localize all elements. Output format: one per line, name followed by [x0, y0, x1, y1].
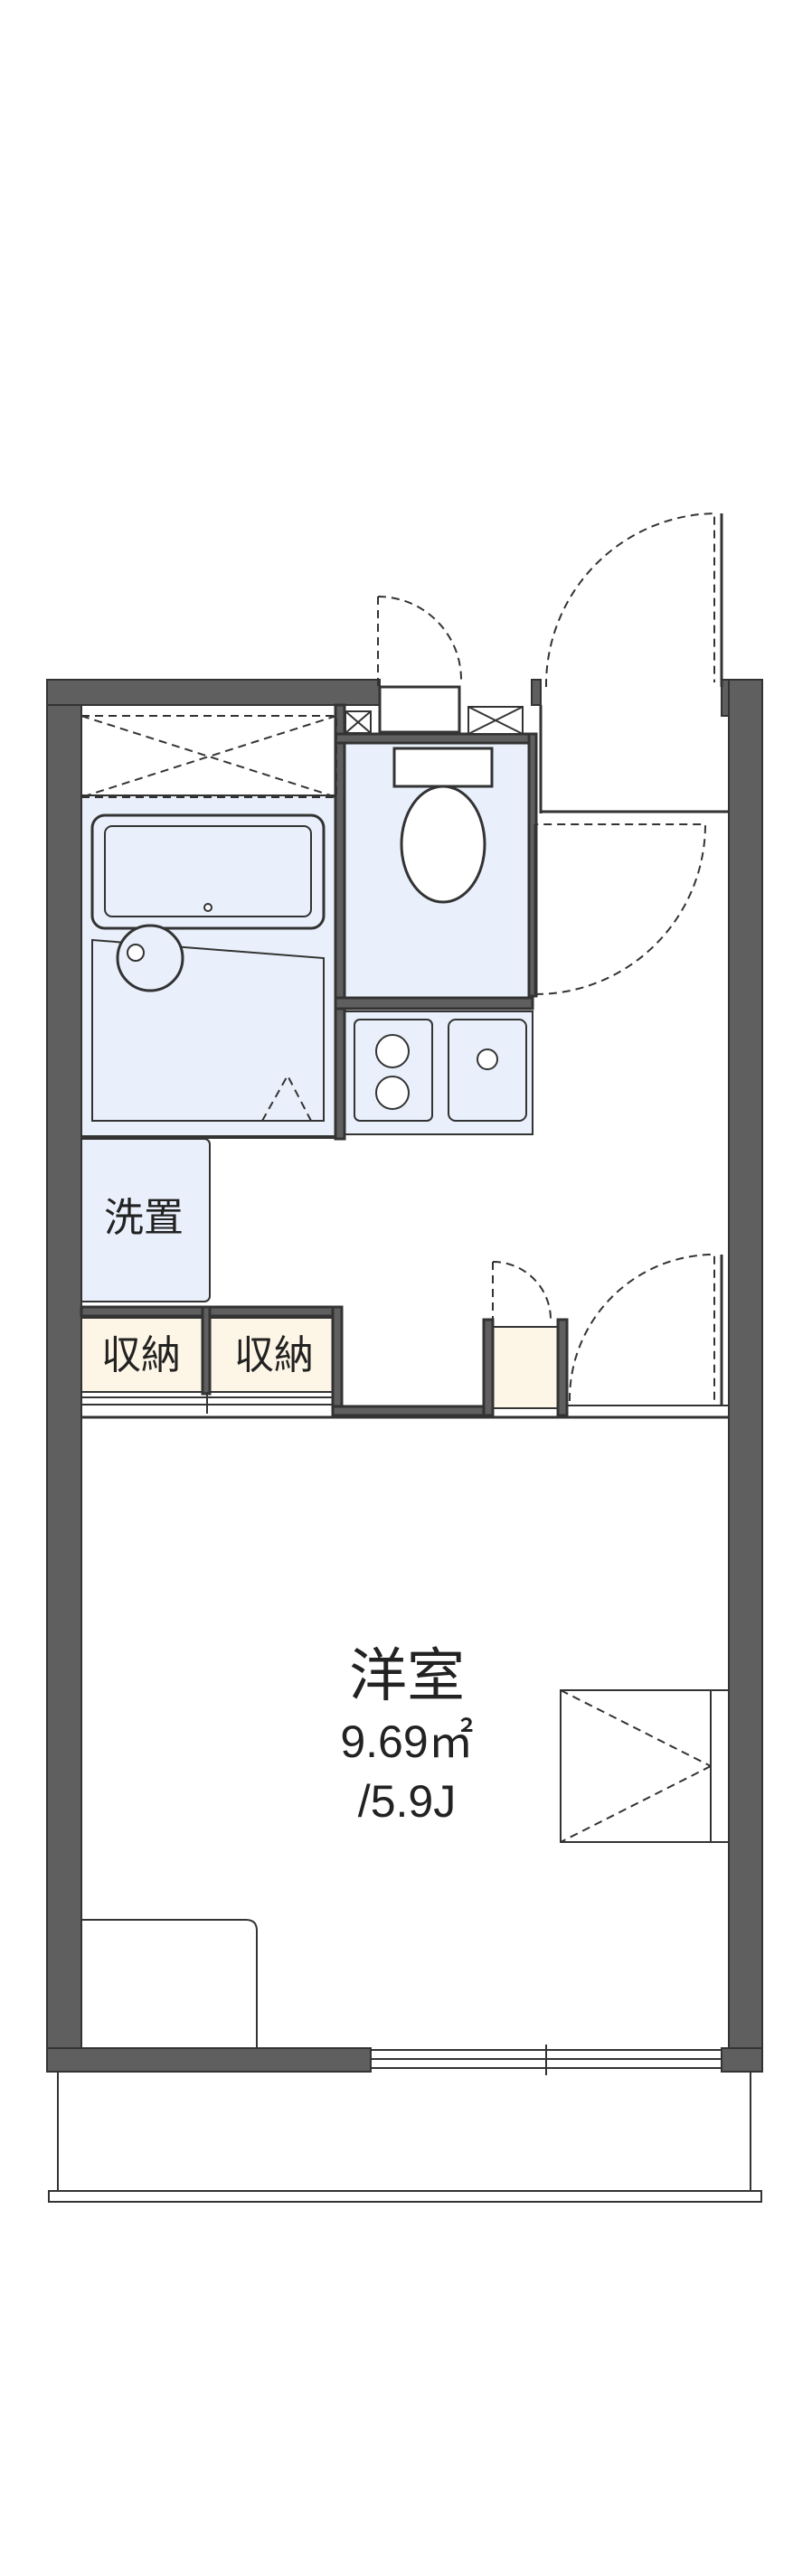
- balcony-window: [371, 2045, 722, 2075]
- burner-bottom: [375, 1076, 410, 1110]
- burner-top: [375, 1034, 410, 1068]
- toilet-door-swing: [534, 823, 707, 995]
- storage-1-label: 収納: [101, 1332, 181, 1378]
- closet-rail: [81, 1392, 333, 1414]
- washroom-label: 洗置: [104, 1195, 184, 1241]
- wash-basin: [116, 924, 184, 992]
- bath-drain: [203, 903, 212, 912]
- shoe-cabinet: [492, 1326, 559, 1409]
- toilet-bowl: [400, 785, 486, 904]
- floor-drain-marker: [261, 1073, 312, 1122]
- room-name: 洋室: [349, 1643, 465, 1710]
- wash-floor: [91, 938, 325, 1122]
- faucet: [127, 944, 145, 962]
- vent-left: [345, 710, 372, 734]
- room-door-swing: [568, 1253, 715, 1402]
- room-furniture: [81, 1919, 258, 2048]
- storage-2-label: 収納: [234, 1332, 314, 1378]
- bathtub: [90, 813, 326, 930]
- shoe-cabinet-door: [492, 1261, 552, 1321]
- storage-1: [78, 1317, 203, 1393]
- bathtub-inner: [104, 825, 312, 917]
- room-area-sqm: 9.69㎡: [340, 1716, 473, 1767]
- interior-walls: [80, 703, 569, 1417]
- storage-2: [209, 1317, 340, 1393]
- balcony: [48, 2072, 762, 2203]
- entrance-door-swing: [544, 512, 715, 688]
- vent-right: [467, 706, 524, 735]
- room-area-jo: /5.9J: [358, 1776, 456, 1827]
- top-small-door: [377, 596, 462, 687]
- outer-walls: [46, 679, 763, 2073]
- stove: [354, 1019, 433, 1122]
- bath-dashed-ceiling: [80, 715, 337, 798]
- toilet-tank: [392, 747, 494, 788]
- room-closet: [560, 1689, 730, 1843]
- sink-drain: [477, 1048, 498, 1070]
- window-top: [378, 685, 461, 734]
